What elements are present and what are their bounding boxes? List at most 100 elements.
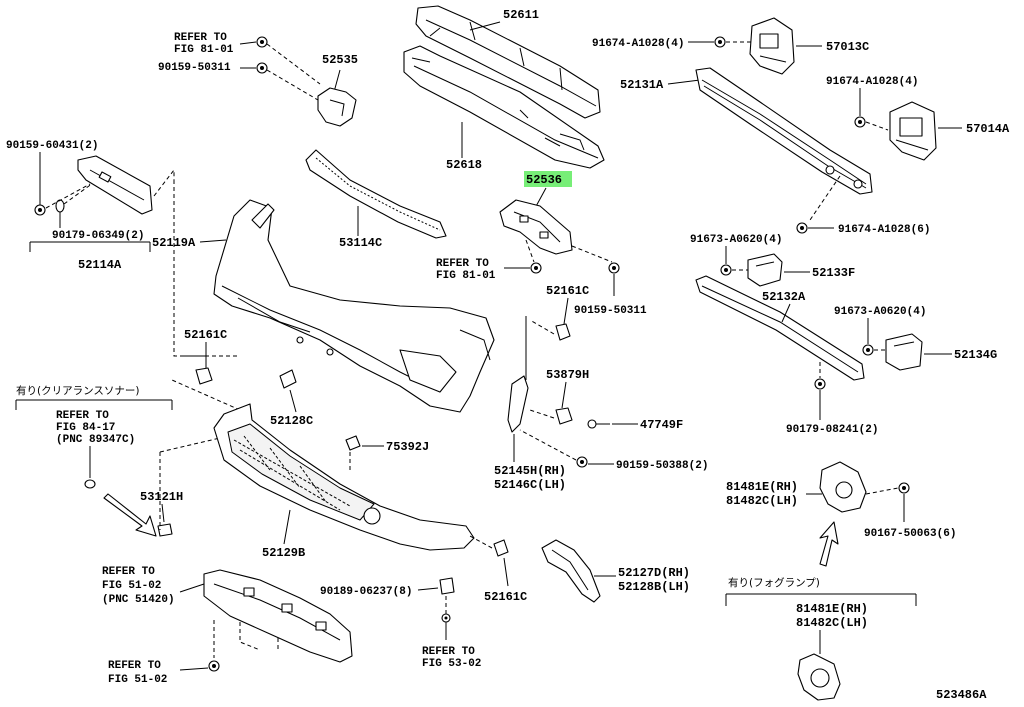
- lower-reinforcement-52132A: [695, 275, 865, 381]
- label-52128C: 52128C: [270, 414, 313, 428]
- bolt-icon: [256, 62, 268, 74]
- bracket-57013C: [749, 17, 795, 75]
- label-52127D: 52127D(RH): [618, 566, 690, 580]
- bolt-icon: [720, 264, 732, 276]
- label-52131A: 52131A: [620, 78, 664, 92]
- label-91673-A0620-b: 91673-A0620(4): [834, 306, 926, 318]
- label-52145H: 52145H(RH): [494, 464, 566, 478]
- label-81482C: 81482C(LH): [726, 494, 798, 508]
- bolt-icon: [34, 204, 46, 216]
- refer-fig-51-02-b-line2: FIG 51-02: [108, 674, 167, 686]
- label-52161C-a: 52161C: [546, 284, 589, 298]
- bracket-52134G: [885, 333, 923, 371]
- label-53879H: 53879H: [546, 368, 589, 382]
- refer-fig-51-02-a-line1: REFER TO: [102, 566, 155, 578]
- label-52133F: 52133F: [812, 266, 855, 280]
- label-53114C: 53114C: [339, 236, 382, 250]
- diagram-id: 523486A: [936, 688, 987, 702]
- arrow-icon: [103, 493, 157, 537]
- bolt-icon: [530, 262, 542, 274]
- washer-icon: [55, 199, 65, 213]
- fog-lamp-81481E-lower: [797, 653, 841, 701]
- bolt-icon: [608, 262, 620, 274]
- sensor-icon: [84, 479, 96, 489]
- label-52128B: 52128B(LH): [618, 580, 690, 594]
- nut-icon: [814, 378, 826, 390]
- screw-icon: [441, 613, 451, 623]
- label-52134G: 52134G: [954, 348, 997, 362]
- label-52114A: 52114A: [78, 258, 122, 272]
- refer-fig-53-02-line2: FIG 53-02: [422, 658, 481, 670]
- bracket-57014A: [889, 101, 937, 161]
- label-75392J: 75392J: [386, 440, 429, 454]
- bolt-icon: [898, 482, 910, 494]
- label-90159-50311-b: 90159-50311: [574, 305, 647, 317]
- label-91674-A1028-b: 91674-A1028(4): [826, 76, 918, 88]
- side-cover-52127D: [541, 539, 601, 603]
- bumper-reinforcement-52131A: [695, 67, 873, 195]
- label-with-fog-lamp: 有り(フォグランプ): [728, 576, 820, 589]
- grille-53114C: [305, 149, 447, 239]
- refer-fig-84-17-line2: FIG 84-17: [56, 422, 115, 434]
- fog-lamp-81481E-upper: [819, 461, 867, 513]
- bolt-icon: [862, 344, 874, 356]
- lower-grille-52129B: [213, 403, 475, 551]
- bolt-icon: [714, 36, 726, 48]
- cover-52128C: [279, 369, 297, 389]
- refer-fig-51-02-a-line2: FIG 51-02: [102, 580, 161, 592]
- label-81481E: 81481E(RH): [726, 480, 798, 494]
- label-52611: 52611: [503, 8, 539, 22]
- label-91673-A0620-a: 91673-A0620(4): [690, 234, 782, 246]
- refer-fig-53-02-line1: REFER TO: [422, 646, 475, 658]
- refer-fig-84-17-line1: REFER TO: [56, 410, 109, 422]
- refer-fig-51-02-a-line3: (PNC 51420): [102, 594, 175, 606]
- label-90189-06237: 90189-06237(8): [320, 586, 412, 598]
- label-52536: 52536: [526, 173, 562, 187]
- label-90159-60431: 90159-60431(2): [6, 140, 98, 152]
- bolt-icon: [256, 36, 268, 48]
- clip-icon: [555, 407, 573, 425]
- label-91674-A1028-c: 91674-A1028(6): [838, 224, 930, 236]
- clip-icon: [439, 577, 455, 595]
- label-81481E-b: 81481E(RH): [796, 602, 868, 616]
- label-57013C: 57013C: [826, 40, 869, 54]
- bumper-reinforcement-52618: [403, 45, 605, 169]
- bolt-icon: [796, 222, 808, 234]
- bracket-52133F: [747, 253, 783, 287]
- label-91674-A1028-a: 91674-A1028(4): [592, 38, 684, 50]
- clip-icon: [195, 367, 213, 385]
- clip-icon: [493, 539, 509, 557]
- label-52129B: 52129B: [262, 546, 305, 560]
- label-52161C-c: 52161C: [484, 590, 527, 604]
- label-90167-50063: 90167-50063(6): [864, 528, 956, 540]
- label-90179-08241: 90179-08241(2): [786, 424, 878, 436]
- label-52146C: 52146C(LH): [494, 478, 566, 492]
- bracket-52535: [317, 87, 357, 127]
- license-plate-bracket-52114A: [77, 155, 153, 215]
- label-47749F: 47749F: [640, 418, 683, 432]
- bolt-icon: [208, 660, 220, 672]
- clip-icon: [555, 323, 571, 341]
- label-57014A: 57014A: [966, 122, 1010, 136]
- bumper-cover-52119A: [213, 199, 495, 413]
- energy-absorber-52611: [415, 5, 601, 119]
- label-52535: 52535: [322, 53, 358, 67]
- label-53121H: 53121H: [140, 490, 183, 504]
- refer-fig-81-01-b-line1: REFER TO: [436, 258, 489, 270]
- refer-fig-81-01-line1: REFER TO: [174, 32, 227, 44]
- label-with-clearance-sonar: 有り(クリアランスソナー): [16, 384, 139, 397]
- label-52161C-b: 52161C: [184, 328, 227, 342]
- label-52618: 52618: [446, 158, 482, 172]
- bracket-52536: [499, 199, 573, 255]
- refer-fig-84-17-line3: (PNC 89347C): [56, 434, 135, 446]
- label-52132A: 52132A: [762, 290, 806, 304]
- refer-fig-81-01-b-line2: FIG 81-01: [436, 270, 496, 282]
- refer-fig-51-02-b-line1: REFER TO: [108, 660, 161, 672]
- label-90179-06349: 90179-06349(2): [52, 230, 144, 242]
- bolt-icon: [854, 116, 866, 128]
- refer-fig-81-01-line2: FIG 81-01: [174, 44, 234, 56]
- side-bracket-52145H: [507, 375, 529, 433]
- screw-icon: [587, 419, 610, 429]
- under-cover-51420: [203, 569, 353, 663]
